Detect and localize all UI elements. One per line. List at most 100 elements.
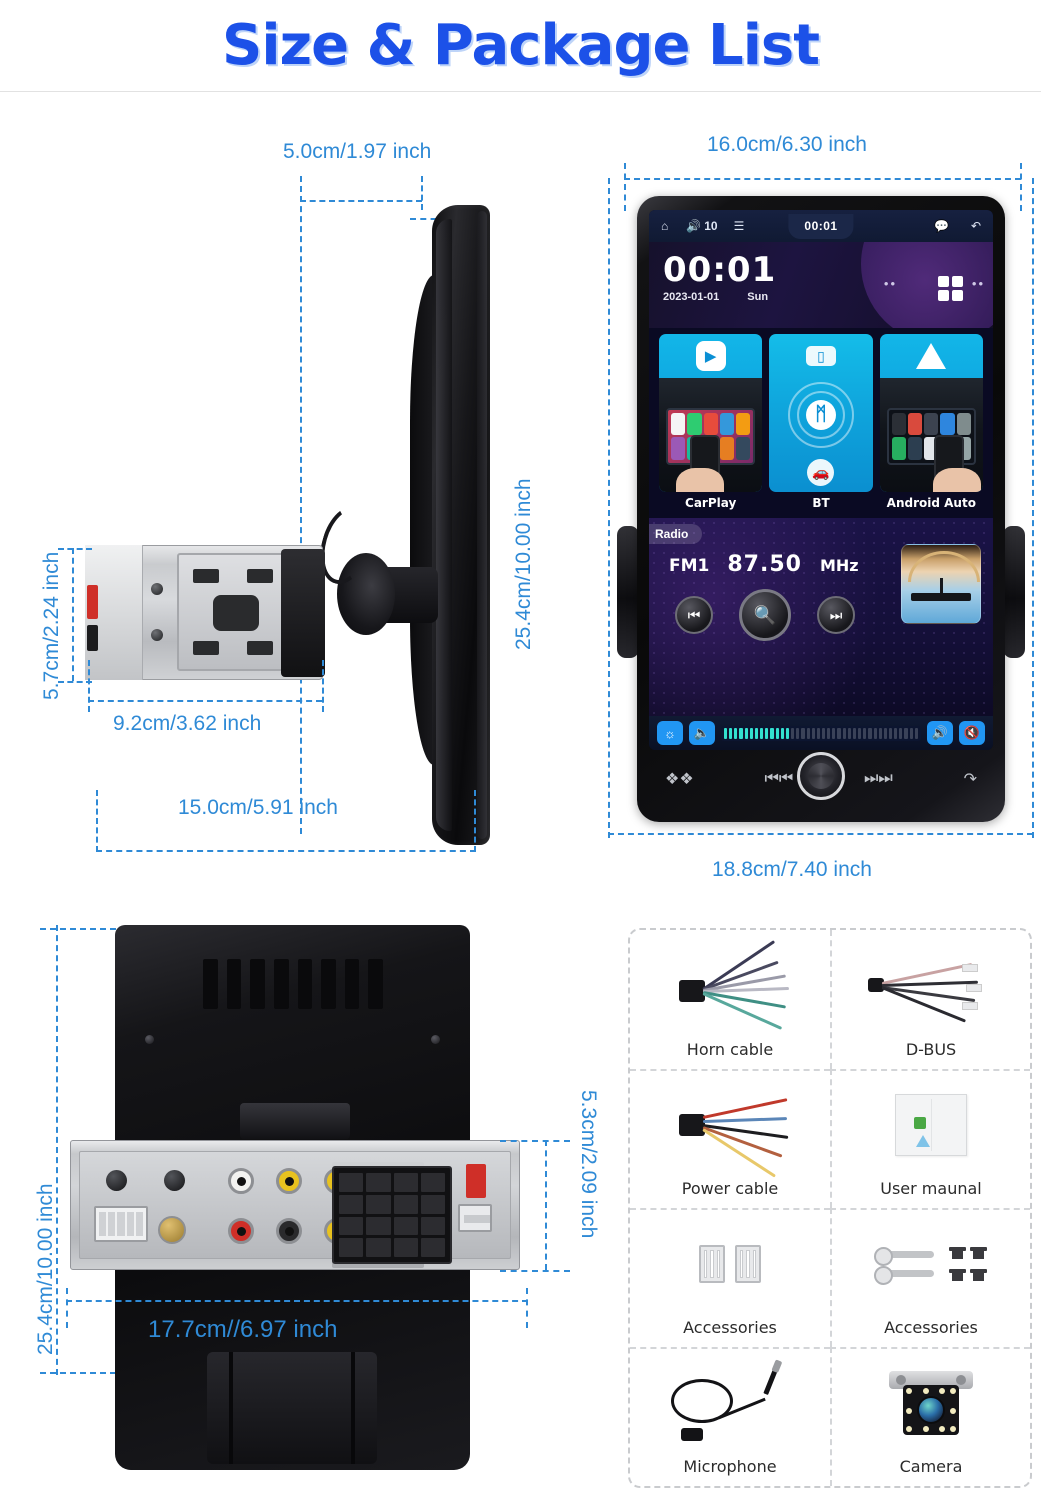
guide-cd-right [322,660,324,712]
radio-frequency: 87.50 [727,552,802,577]
prev-track-icon[interactable]: ⏮ [675,596,713,634]
rca-yellow-1 [276,1168,302,1194]
guide-fw-right [1020,163,1022,211]
package-label: D-BUS [905,1040,957,1059]
package-label: Power cable [681,1179,779,1198]
home-icon[interactable]: ⌂ [661,219,669,233]
dim-rear-width: 17.7cm//6.97 inch [148,1316,338,1343]
rear-screw-2 [431,1035,440,1044]
status-bar: ⌂ 🔊10 ☰ 00:01 💬 ↶ [649,210,993,242]
guide-ftw-right [1032,178,1034,838]
radio-band: FM1 [669,556,710,576]
dim-rear-chassis-height: 5.3cm/2.09 inch [577,1090,600,1239]
radio-frequency-readout: FM1 87.50 MHz [669,552,983,577]
bluetooth-rings: ᛗ [769,378,872,452]
volume-mute-icon[interactable]: 🔇 [959,721,985,745]
car-icon: 🚗 [769,452,872,492]
dim-side-total-width: 15.0cm/5.91 inch [178,796,338,819]
dim-front-width: 16.0cm/6.30 inch [707,133,867,156]
guide-rch-bot [500,1270,570,1272]
clock-widget[interactable]: 00:01 2023-01-01 Sun •• •• [649,242,993,328]
package-item-accessories-cage: Accessories [630,1208,830,1347]
package-item-user-manual: User maunal [830,1069,1030,1208]
clock-weekday: Sun [747,291,769,303]
package-item-power-cable: Power cable [630,1069,830,1208]
camera-leds [906,1388,956,1432]
volume-up-icon[interactable]: 🔊 [927,721,953,745]
usb-port [458,1204,492,1232]
chassis-hole-2 [151,629,163,641]
album-art [901,544,981,624]
volume-down-icon[interactable]: 🔈 [689,721,715,745]
message-icon[interactable]: 💬 [933,219,949,233]
search-icon[interactable]: 🔍 [739,589,791,641]
volume-level: 10 [704,219,718,233]
radio-panel[interactable]: Radio FM1 87.50 MHz ⏮ 🔍 ⏭ [649,518,993,716]
rewind-icon[interactable]: ⏮⏮ [764,770,794,787]
guide-tw-right [474,790,476,852]
bracket-slot-1 [193,569,219,583]
camera-lens [917,1396,945,1424]
bracket-slot-4 [247,641,273,655]
guide-rch-top [500,1140,570,1142]
equalizer-icon[interactable]: ☰ [733,219,745,233]
dim-rear-height: 25.4cm/10.00 inch [34,1183,57,1355]
touchscreen[interactable]: ⌂ 🔊10 ☰ 00:01 💬 ↶ 00:01 [649,210,993,750]
tile-label-bt: BT [812,496,830,510]
widget-left-dots: •• [883,276,897,291]
back-arrow-icon[interactable]: ↶ [970,219,981,233]
guide-ch-left [72,548,74,681]
rear-screw-1 [145,1035,154,1044]
chassis-red-connector [87,585,98,619]
rear-view-illustration [70,925,520,1485]
brightness-icon[interactable]: ☼ [657,721,683,745]
guide-rh-line [56,925,58,1375]
android-auto-icon [880,334,983,378]
guide-rw-right [526,1288,528,1328]
camera-bracket [889,1371,973,1389]
apps-grid-icon[interactable] [938,276,963,301]
connector-panel [79,1151,511,1268]
guide-ftw-left [608,178,610,838]
user-manual-icon [832,1071,1030,1179]
bluetooth-glyph: ᛗ [805,400,836,430]
guide-tw-left [96,790,98,852]
tile-bluetooth[interactable]: ▯ ᛗ 🚗 [769,334,873,492]
gold-antenna-jack [158,1216,186,1244]
chassis-black-connector [87,625,98,651]
side-view-illustration [311,205,490,845]
camera-body [903,1385,959,1435]
dim-front-total-width: 18.8cm/7.40 inch [712,858,872,881]
page-header: Size & Package List [0,0,1041,92]
tile-android-auto[interactable] [879,334,983,492]
din-chassis-side [85,545,325,680]
rca-black [276,1218,302,1244]
package-label: Microphone [683,1457,777,1476]
rear-mount-tab [240,1103,350,1139]
bracket-slot-2 [247,569,273,583]
phone-link-icon: ▯ [769,334,872,378]
volume-icon[interactable]: 🔊10 [686,219,718,233]
package-item-dbus: D-BUS [830,930,1030,1069]
carplay-icon: ▶ [659,334,762,378]
jack-opt [106,1170,127,1191]
next-track-icon[interactable]: ⏭ [817,596,855,634]
iso-connector [332,1166,452,1264]
rotary-knob[interactable] [797,752,845,800]
volume-slider[interactable] [721,725,921,741]
apps-button-icon[interactable]: ❖❖ [665,771,694,788]
rca-red [228,1218,254,1244]
tile-carplay[interactable]: ▶ [659,334,763,492]
package-item-microphone: Microphone [630,1347,830,1486]
power-reset-icon[interactable]: ↷ [963,771,977,788]
tile-label-carplay: CarPlay [685,496,737,510]
guide-ch-top [58,548,92,550]
horn-cable-icon [630,930,830,1040]
package-item-accessories-keys: Accessories [830,1208,1030,1347]
guide-ftw-line [608,833,1033,835]
package-label: User maunal [880,1179,982,1198]
guide-depth-left [300,176,302,834]
dim-side-height: 25.4cm/10.00 inch [512,478,535,650]
guide-tw-line [96,850,476,852]
fast-forward-icon[interactable]: ⏭⏭ [864,770,893,787]
